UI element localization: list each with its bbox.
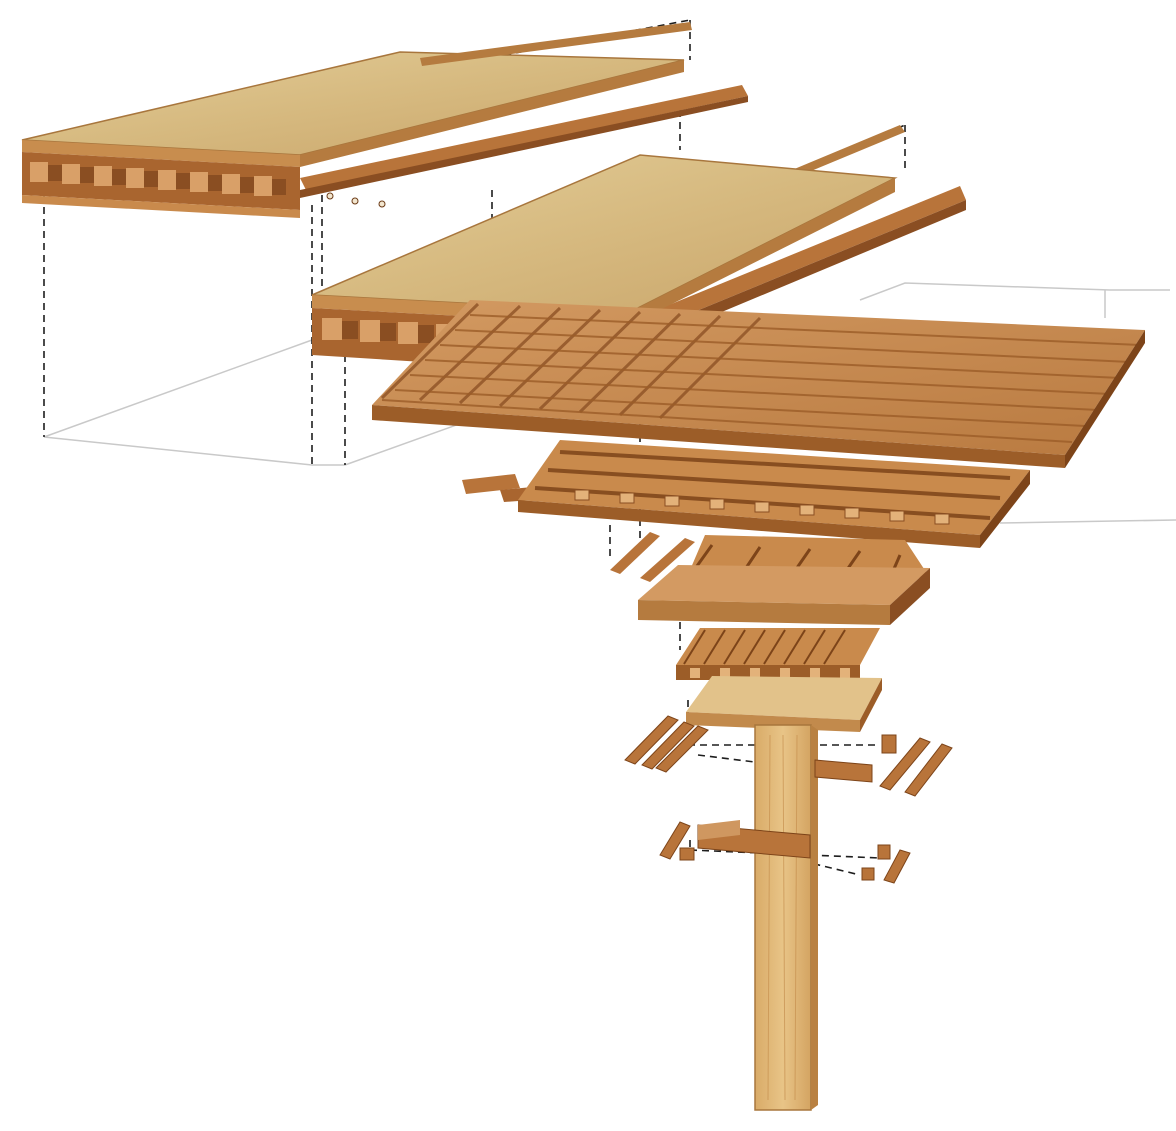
column	[754, 724, 818, 1111]
bracket-pieces-upper	[624, 715, 953, 797]
joist-layer	[372, 300, 1145, 468]
beam-layer	[462, 440, 1030, 548]
guide-lines	[43, 282, 1176, 524]
upper-cassette-joists	[300, 85, 748, 198]
capital-slat-layer	[676, 628, 880, 680]
cap-plate	[686, 676, 882, 732]
bracket-pieces-lower	[659, 820, 911, 884]
upper-cassette-deck	[21, 51, 685, 156]
capital-block	[638, 565, 930, 625]
